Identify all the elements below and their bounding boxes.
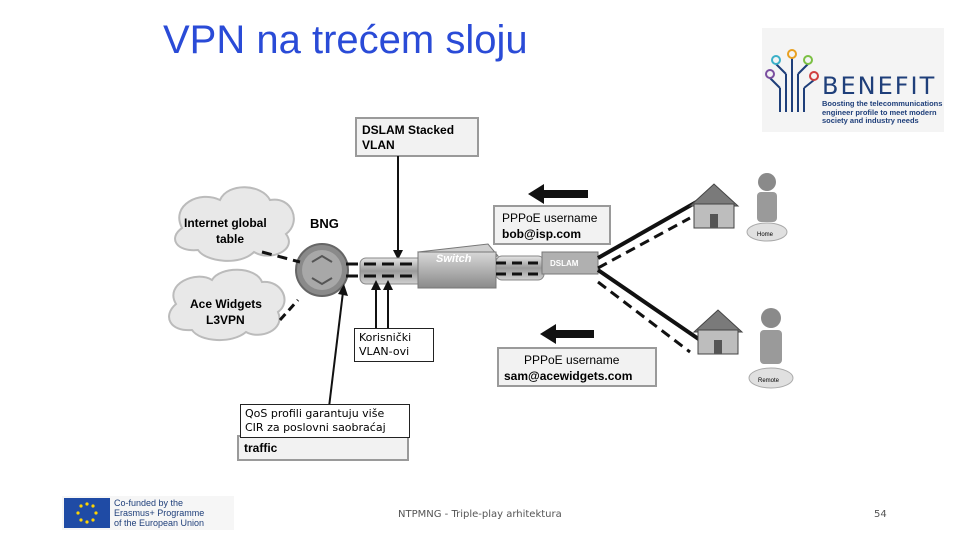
callout-qos-line2: CIR za poslovni saobraćaj (245, 421, 386, 434)
traffic-label: traffic (244, 441, 278, 455)
switch-label: Switch (436, 253, 472, 265)
traffic-box: traffic (237, 435, 409, 461)
arrow-up-icon (338, 284, 348, 296)
person-icon: Remote (748, 308, 794, 389)
internet-cloud: Internet global table (174, 186, 295, 262)
eu-flag-icon (64, 498, 110, 528)
pppoe-top-line2: bob@isp.com (502, 227, 581, 241)
bng-router-icon (295, 243, 349, 297)
pppoe-top-box: PPPoE username bob@isp.com (493, 205, 611, 245)
arrow-down-icon (393, 250, 403, 260)
pppoe-top-line1: PPPoE username (502, 211, 598, 225)
page-number: 54 (874, 509, 887, 520)
pppoe-bottom-box: PPPoE username sam@acewidgets.com (497, 347, 657, 387)
benefit-logo: BENEFIT Boosting the telecommunications … (762, 28, 944, 132)
remote-label: Remote (758, 378, 780, 384)
eu-erasmus-logo: Co-funded by the Erasmus+ Programme of t… (62, 496, 234, 530)
eu-text-line3: of the European Union (114, 518, 205, 528)
home-label: Home (757, 232, 774, 238)
dslam-box-line1: DSLAM Stacked (362, 123, 454, 137)
callout-qos-profiles: QoS profili garantuju više CIR za poslov… (240, 404, 410, 438)
callout-vlan-line2: VLAN-ovi (359, 345, 410, 358)
eu-text-line2: Erasmus+ Programme (114, 508, 205, 518)
circuit-tree-icon (765, 49, 819, 112)
arrow-left-icon (528, 184, 588, 204)
footer-text: NTPMNG - Triple-play arhitektura (398, 509, 562, 520)
arrow-up-icon (383, 280, 393, 290)
house-icon (692, 309, 744, 355)
dslam-label: DSLAM (550, 259, 579, 268)
ace-cloud-line2: L3VPN (206, 313, 245, 327)
internet-cloud-line1: Internet global (184, 216, 267, 230)
pppoe-bottom-line1: PPPoE username (524, 353, 620, 367)
house-icon (688, 183, 740, 229)
ace-cloud-line1: Ace Widgets (190, 297, 262, 311)
logo-name: BENEFIT (822, 72, 937, 100)
eu-text: Co-funded by the Erasmus+ Programme of t… (114, 498, 204, 528)
ace-widgets-cloud: Ace Widgets L3VPN (168, 268, 286, 342)
slide-title: VPN na trećem sloju (163, 18, 528, 62)
dslam-icon: DSLAM (541, 251, 599, 275)
dslam-box-line2: VLAN (362, 138, 395, 152)
logo-tagline: Boosting the telecommunications engineer… (822, 99, 943, 125)
callout-qos-line1: QoS profili garantuju više (245, 407, 385, 420)
arrow-left-icon (540, 324, 594, 344)
person-icon: Home (746, 173, 788, 242)
bng-label: BNG (310, 216, 339, 231)
arrow-up-icon (371, 280, 381, 290)
dslam-stacked-vlan-box: DSLAM Stacked VLAN (355, 117, 479, 157)
callout-user-vlans: Korisnički VLAN-ovi (354, 328, 434, 362)
callout-vlan-line1: Korisnički (359, 331, 412, 344)
eu-text-line1: Co-funded by the (114, 498, 184, 508)
switch-icon: Switch (417, 243, 499, 289)
pppoe-bottom-line2: sam@acewidgets.com (504, 369, 632, 383)
internet-cloud-line2: table (216, 232, 244, 246)
